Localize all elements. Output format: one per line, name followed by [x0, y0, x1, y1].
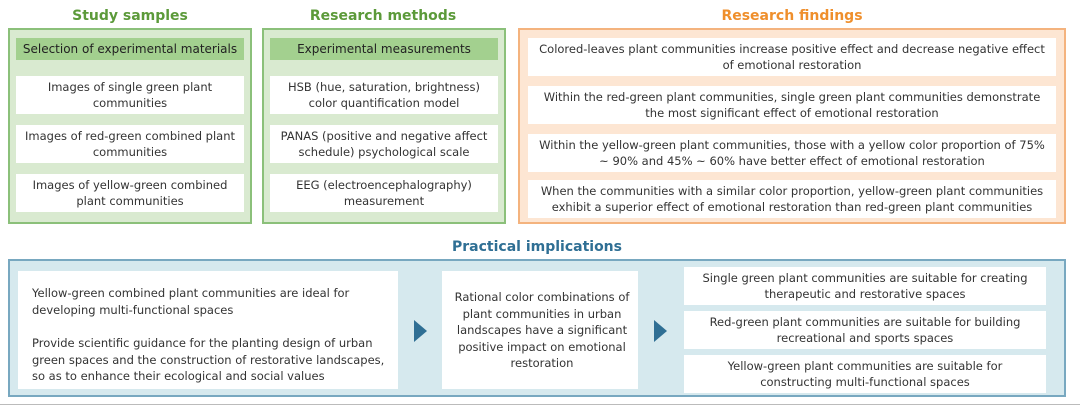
implications-middle-box: Rational color combinations of plant com… — [442, 271, 638, 389]
implications-left-box: Yellow-green combined plant communities … — [18, 271, 398, 389]
research-method-item: EEG (electroencephalography) measurement — [270, 174, 498, 212]
research-finding-item: Colored-leaves plant communities increas… — [528, 38, 1056, 76]
implication-right-item: Single green plant communities are suita… — [684, 267, 1046, 305]
study-sample-item: Images of red-green combined plant commu… — [16, 125, 244, 163]
bottom-divider — [0, 404, 1080, 405]
implication-right-item: Red-green plant communities are suitable… — [684, 311, 1046, 349]
research-findings-title: Research findings — [721, 8, 863, 24]
practical-implications-title: Practical implications — [452, 239, 622, 255]
arrow-right-icon — [654, 320, 667, 342]
research-finding-item: When the communities with a similar colo… — [528, 180, 1056, 218]
research-methods-panel: Experimental measurements HSB (hue, satu… — [262, 28, 506, 224]
study-samples-header: Selection of experimental materials — [16, 38, 244, 60]
implication-right-item: Yellow-green plant communities are suita… — [684, 355, 1046, 393]
research-finding-item: Within the red-green plant communities, … — [528, 86, 1056, 124]
study-sample-item: Images of single green plant communities — [16, 76, 244, 114]
implication-middle-text: Rational color combinations of plant com… — [454, 290, 630, 370]
study-samples-panel: Selection of experimental materials Imag… — [8, 28, 252, 224]
research-finding-item: Within the yellow-green plant communitie… — [528, 134, 1056, 172]
research-methods-title: Research methods — [309, 8, 457, 24]
implication-left-item: Yellow-green combined plant communities … — [32, 286, 350, 317]
implication-left-item: Provide scientific guidance for the plan… — [32, 336, 385, 383]
study-samples-title: Study samples — [72, 8, 188, 24]
study-sample-item: Images of yellow-green combined plant co… — [16, 174, 244, 212]
arrow-right-icon — [414, 320, 427, 342]
practical-implications-panel: Yellow-green combined plant communities … — [8, 259, 1066, 397]
research-method-item: HSB (hue, saturation, brightness) color … — [270, 76, 498, 114]
research-methods-header: Experimental measurements — [270, 38, 498, 60]
research-findings-panel: Colored-leaves plant communities increas… — [518, 28, 1066, 224]
research-method-item: PANAS (positive and negative affect sche… — [270, 125, 498, 163]
